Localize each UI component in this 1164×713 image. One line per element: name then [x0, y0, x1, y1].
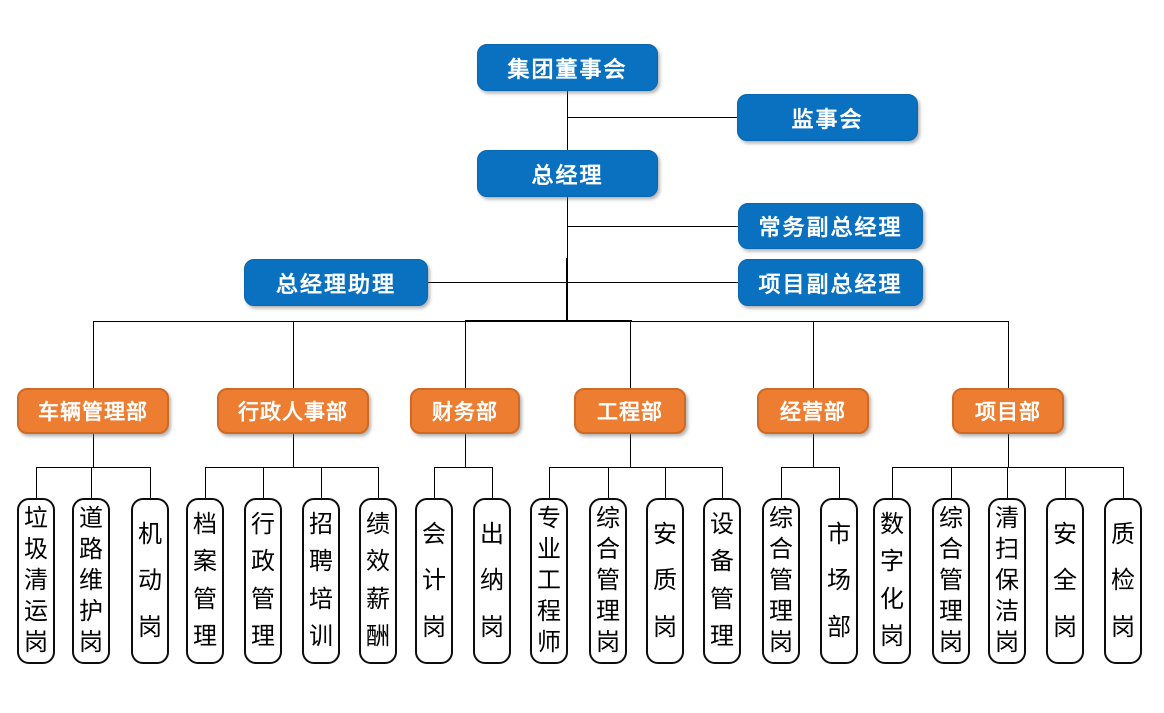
dept-admin-hr: 行政人事部	[217, 388, 369, 434]
position-box: 综合管理岗	[589, 498, 627, 664]
connector-line	[293, 321, 294, 388]
connector-line	[630, 321, 631, 388]
connector-line	[1007, 467, 1008, 498]
connector-line	[813, 321, 814, 388]
connector-line	[630, 434, 631, 467]
node-project-deputy-gm: 项目副总经理	[738, 259, 923, 306]
dept-project: 项目部	[952, 388, 1064, 434]
connector-line	[93, 321, 94, 388]
connector-line	[951, 467, 952, 498]
connector-line	[465, 320, 632, 322]
connector-line	[428, 282, 738, 283]
connector-line	[205, 467, 206, 498]
connector-line	[91, 467, 92, 498]
connector-line	[150, 467, 151, 498]
connector-line	[608, 467, 609, 498]
dept-engineering: 工程部	[574, 388, 686, 434]
position-box: 市场部	[820, 498, 858, 664]
connector-line	[492, 467, 493, 498]
position-box: 清扫保洁岗	[988, 498, 1026, 664]
node-executive-deputy-gm: 常务副总经理	[738, 203, 923, 249]
connector-line	[93, 434, 94, 467]
node-general-manager: 总经理	[477, 150, 658, 197]
dept-operations: 经营部	[757, 388, 869, 434]
position-box: 道路维护岗	[72, 498, 110, 664]
connector-line	[36, 467, 37, 498]
connector-line	[892, 467, 893, 498]
position-box: 专业工程师	[530, 498, 568, 664]
node-supervisory-board: 监事会	[737, 94, 918, 141]
connector-line	[567, 197, 568, 258]
position-box: 安质岗	[646, 498, 684, 664]
connector-line	[205, 467, 378, 468]
connector-line	[566, 258, 568, 321]
connector-line	[1065, 467, 1066, 498]
connector-line	[567, 226, 738, 227]
position-box: 数字化岗	[873, 498, 911, 664]
connector-line	[263, 467, 264, 498]
position-box: 安全岗	[1046, 498, 1084, 664]
position-box: 机动岗	[131, 498, 169, 664]
position-box: 垃圾清运岗	[17, 498, 55, 664]
connector-line	[722, 467, 723, 498]
connector-line	[567, 91, 568, 150]
position-box: 综合管理岗	[932, 498, 970, 664]
connector-line	[434, 467, 435, 498]
position-box: 设备管理	[703, 498, 741, 664]
position-box: 会计岗	[415, 498, 453, 664]
connector-line	[839, 467, 840, 498]
connector-line	[813, 434, 814, 467]
connector-line	[378, 467, 379, 498]
position-box: 绩效薪酬	[359, 498, 397, 664]
connector-line	[293, 434, 294, 467]
position-box: 出纳岗	[473, 498, 511, 664]
dept-finance: 财务部	[410, 388, 520, 434]
connector-line	[1008, 321, 1009, 388]
connector-line	[549, 467, 722, 468]
connector-line	[1008, 434, 1009, 467]
connector-line	[781, 467, 782, 498]
connector-line	[465, 321, 466, 388]
node-gm-assistant: 总经理助理	[244, 259, 428, 306]
connector-line	[1123, 467, 1124, 498]
connector-line	[321, 467, 322, 498]
connector-line	[665, 467, 666, 498]
position-box: 招聘培训	[302, 498, 340, 664]
position-box: 质检岗	[1104, 498, 1142, 664]
dept-vehicle-management: 车辆管理部	[17, 388, 169, 434]
position-box: 行政管理	[244, 498, 282, 664]
position-box: 综合管理岗	[762, 498, 800, 664]
position-box: 档案管理	[186, 498, 224, 664]
node-board: 集团董事会	[477, 44, 658, 91]
connector-line	[567, 117, 737, 118]
connector-line	[549, 467, 550, 498]
connector-line	[36, 467, 150, 468]
connector-line	[465, 434, 466, 467]
connector-line	[781, 467, 839, 468]
connector-line	[434, 467, 492, 468]
